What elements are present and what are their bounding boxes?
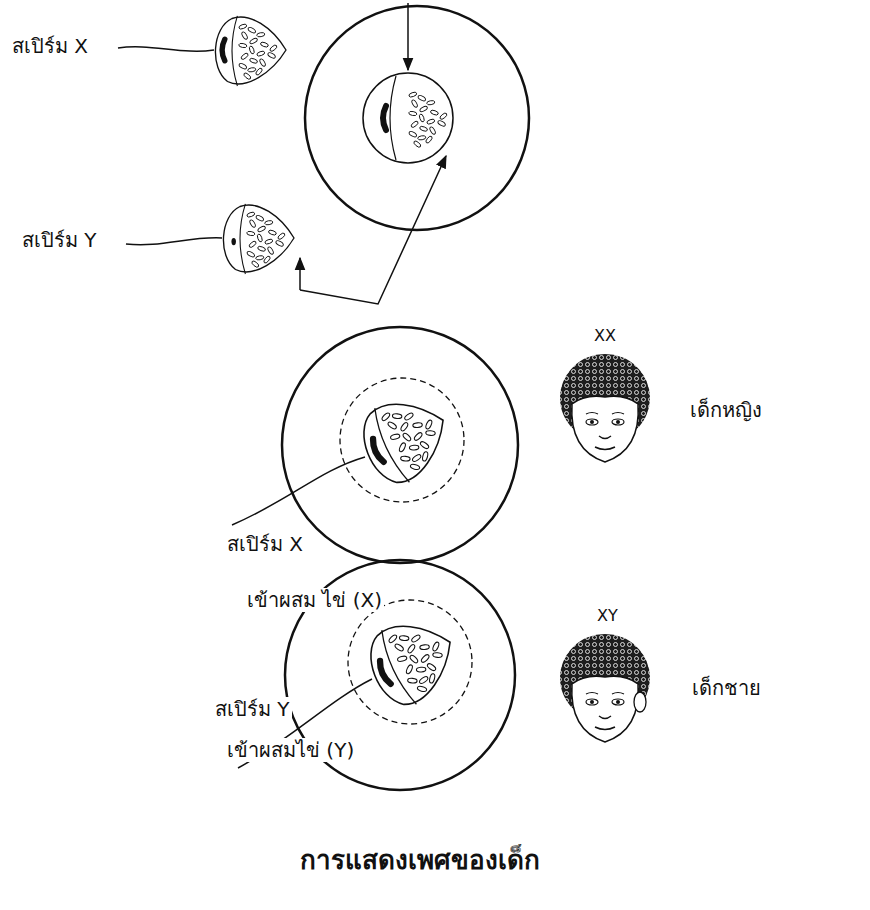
fertilized-egg-x: [232, 327, 518, 563]
figure-caption: การแสดงเพศของเด็ก: [300, 845, 540, 876]
sperm-label: สเปิร์ม Y: [20, 228, 99, 252]
fertilization-label: เข้าผสม ไข่ (X): [245, 588, 384, 612]
sperm-label: สเปิร์ม X: [225, 532, 305, 556]
girl-face: [560, 354, 650, 462]
sperm-label: สเปิร์ม Y: [213, 697, 292, 721]
chromosome-label: XX: [592, 326, 618, 345]
sperm-x: [118, 16, 286, 86]
chromosome-label: XY: [595, 606, 620, 625]
fertilization-label: เข้าผสมไข่ (Y): [225, 738, 356, 762]
child-label: เด็กหญิง: [688, 398, 764, 422]
egg-cell: [305, 6, 529, 230]
arrows: [300, 3, 446, 304]
sperm-label: สเปิร์ม X: [10, 34, 90, 58]
child-label: เด็กชาย: [690, 676, 763, 700]
sperm-y: [126, 204, 294, 274]
boy-face: [560, 634, 650, 742]
